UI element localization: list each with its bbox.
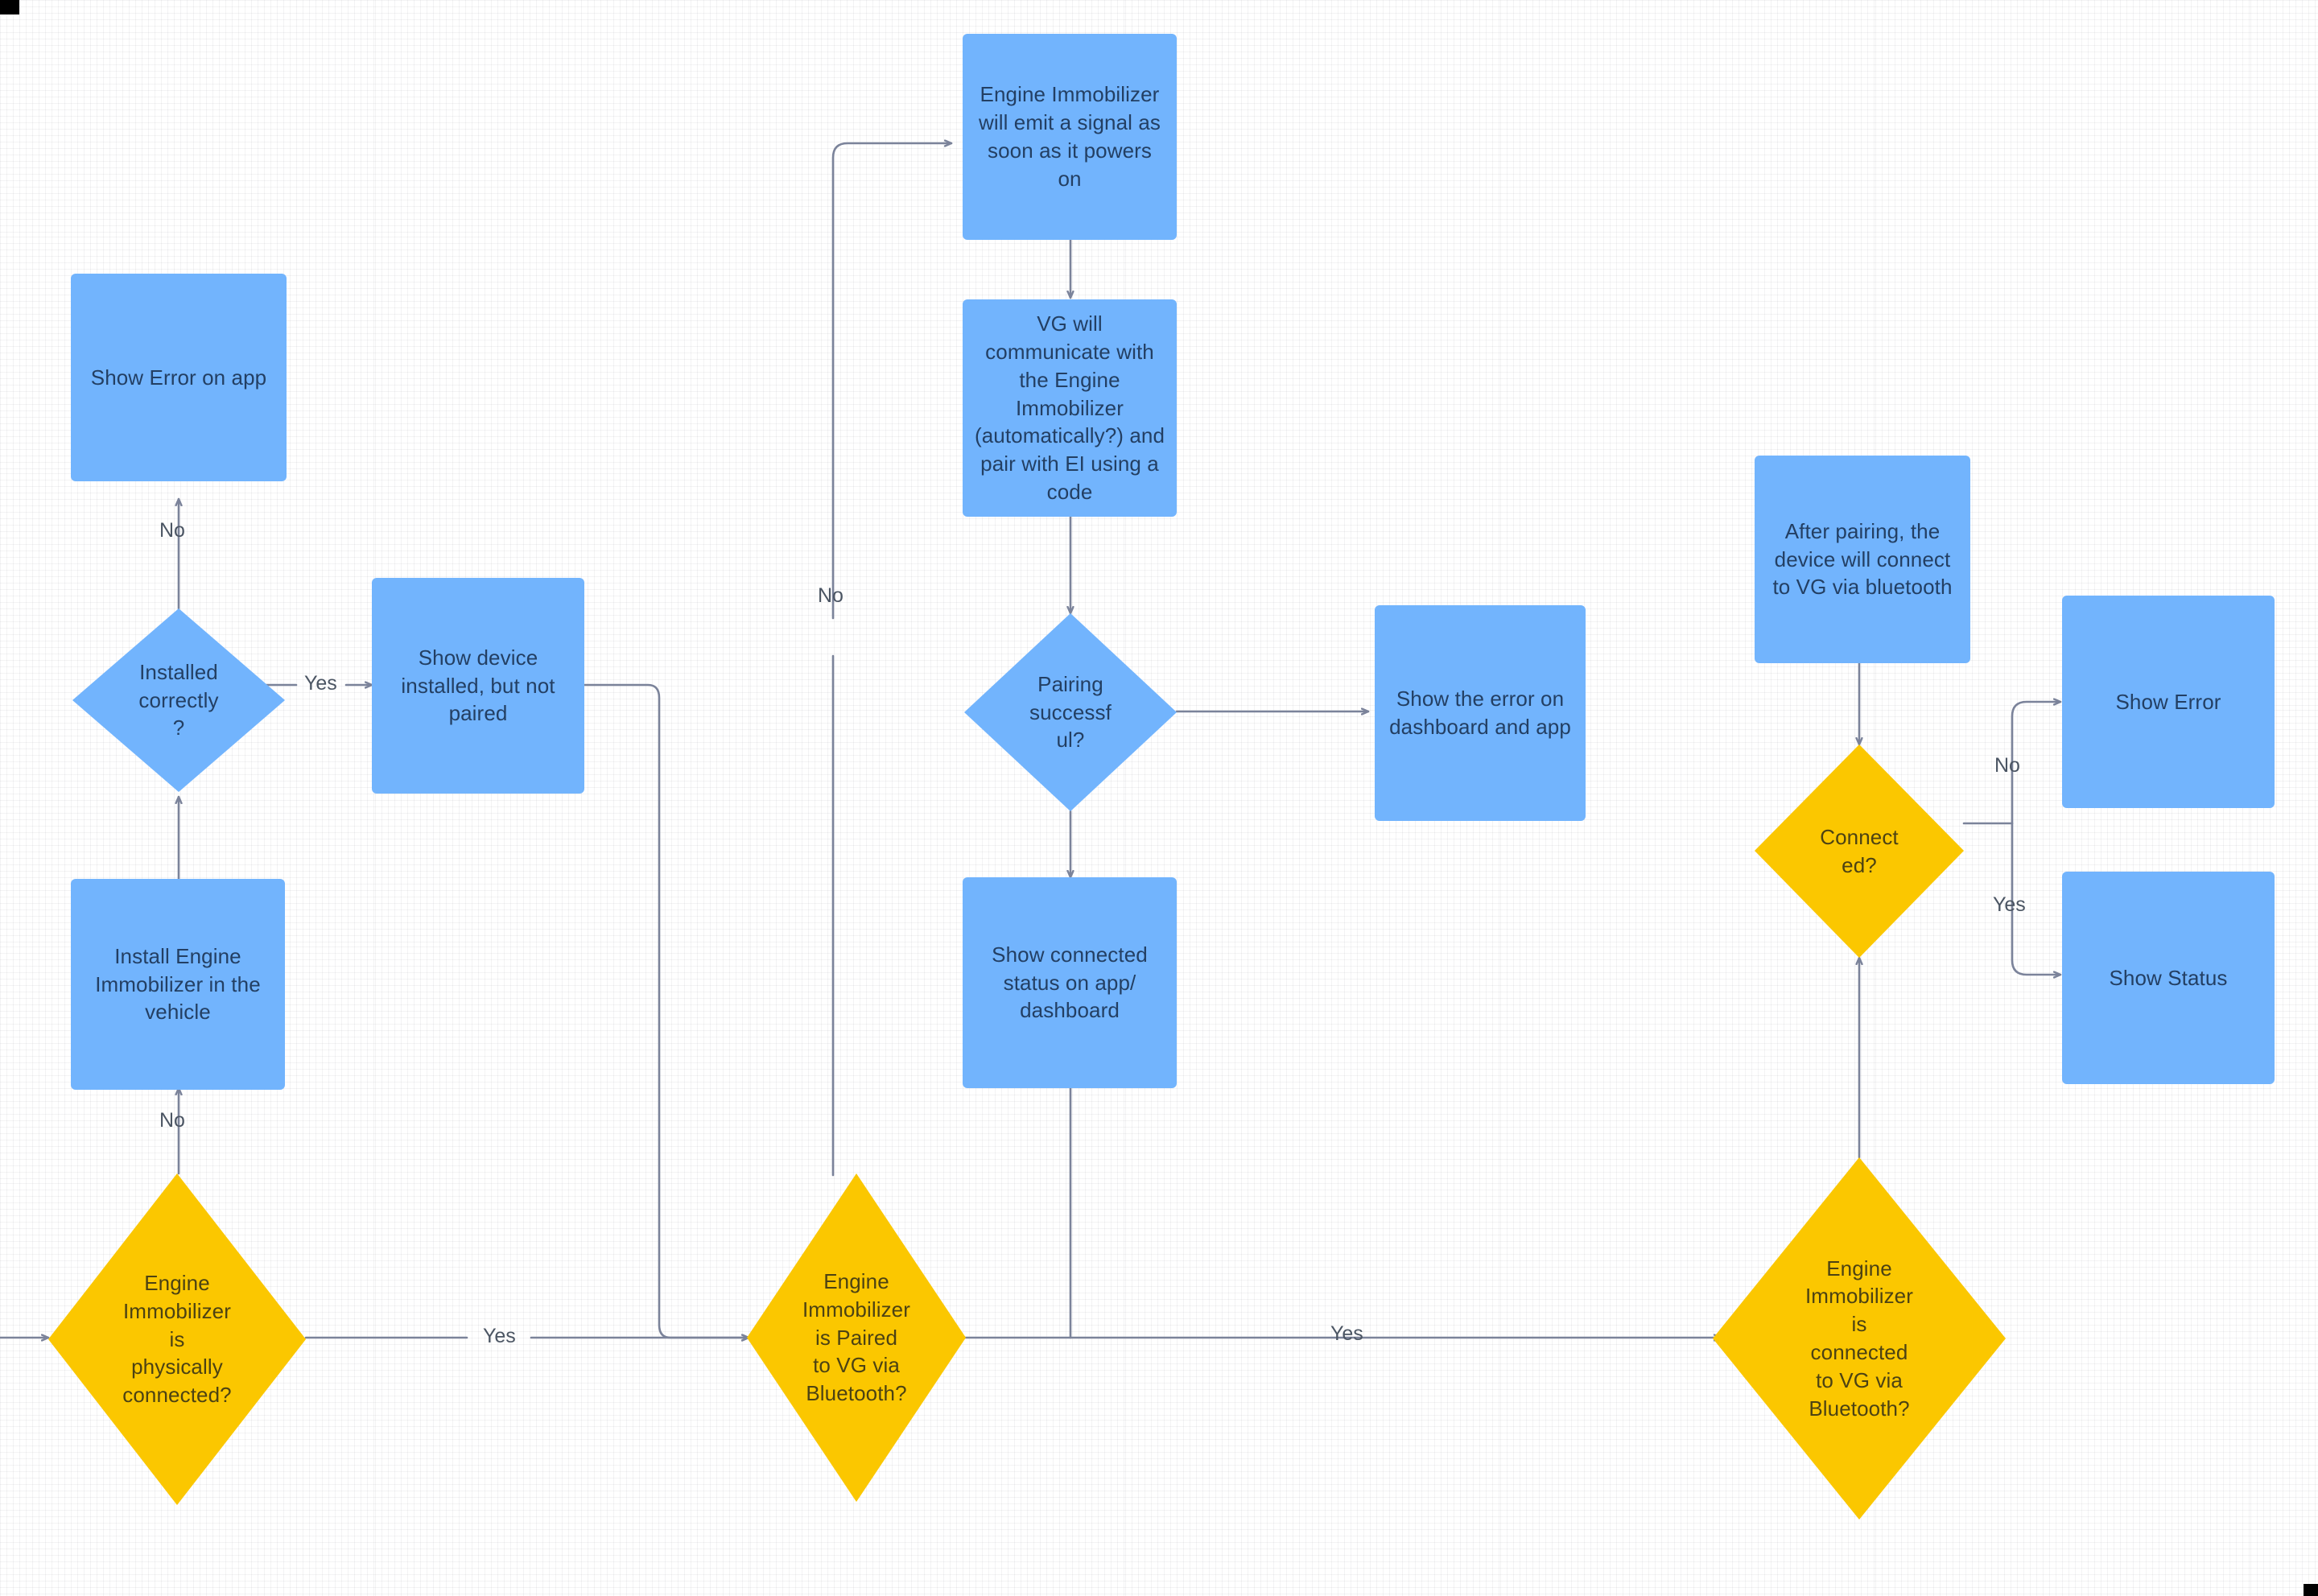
node-label: After pairing, the device will connect t…: [1772, 518, 1953, 600]
node-label: Show the error on dashboard and app: [1389, 687, 1571, 739]
node-label-line4: physically: [131, 1355, 223, 1379]
edge-connected-yes: [2011, 822, 2062, 975]
node-label-line3: ?: [172, 716, 185, 740]
node-label: Show Error: [2115, 689, 2221, 714]
node-label-line5: Bluetooth?: [806, 1381, 907, 1406]
node-show-error-dashboard-app[interactable]: Show the error on dashboard and app: [1375, 605, 1586, 821]
node-label: VG will communicate with the Engine Immo…: [974, 311, 1165, 505]
edge-connected-no: [2011, 702, 2062, 825]
node-label-line4: to VG via: [813, 1353, 900, 1378]
node-label: Install Engine Immobilizer in the vehicl…: [95, 943, 261, 1025]
edge-label-installed-no: No: [159, 519, 185, 542]
node-label-line3: is: [1851, 1312, 1867, 1337]
node-label-line5: to VG via: [1816, 1367, 1903, 1392]
node-label-line1: Pairing: [1037, 671, 1103, 696]
edge-label-paired-yes: Yes: [1330, 1322, 1363, 1345]
edge-notpaired-to-paired: [582, 683, 750, 1338]
diamond-shape: [72, 608, 285, 792]
node-label-group: Pairing successf ul?: [1004, 670, 1136, 754]
edge-label-physically-no: No: [159, 1109, 185, 1132]
node-is-paired-bluetooth[interactable]: Engine Immobilizer is Paired to VG via B…: [747, 1173, 966, 1502]
node-label-line2: Immobilizer: [802, 1297, 910, 1322]
node-label-line5: connected?: [122, 1383, 232, 1408]
edge-label-connected-no: No: [1994, 754, 2020, 777]
diamond-shape: [964, 613, 1177, 811]
node-is-connected-bluetooth[interactable]: Engine Immobilizer is connected to VG vi…: [1713, 1157, 2006, 1520]
node-label-line2: correctly: [138, 687, 219, 712]
node-label-line1: Installed: [139, 659, 218, 684]
node-label-line6: Bluetooth?: [1809, 1396, 1910, 1421]
node-show-error-on-app[interactable]: Show Error on app: [71, 274, 287, 481]
node-installed-correctly[interactable]: Installed correctly ?: [72, 608, 285, 792]
node-emit-signal[interactable]: Engine Immobilizer will emit a signal as…: [963, 34, 1177, 240]
node-label: Show Status: [2109, 965, 2228, 990]
node-label-group: Connect ed?: [1794, 823, 1924, 880]
diamond-shape: [1755, 744, 1964, 958]
node-after-pairing-connect[interactable]: After pairing, the device will connect t…: [1755, 456, 1970, 663]
node-label-line2: Immobilizer: [122, 1298, 231, 1323]
diamond-shape: [48, 1173, 306, 1505]
node-label: Show device installed, but not paired: [401, 645, 555, 726]
node-show-device-not-paired[interactable]: Show device installed, but not paired: [372, 578, 584, 794]
node-label-line1: Engine: [823, 1268, 889, 1293]
node-label-group: Installed correctly ?: [113, 658, 245, 742]
node-show-error[interactable]: Show Error: [2062, 596, 2275, 808]
node-label-group: Engine Immobilizer is connected to VG vi…: [1768, 1255, 1950, 1423]
edge-label-paired-no: No: [818, 584, 843, 607]
diamond-shape: [1713, 1157, 2006, 1520]
node-show-connected-status[interactable]: Show connected status on app/ dashboard: [963, 877, 1177, 1088]
node-label-line2: successf: [1029, 699, 1112, 724]
node-label-group: Engine Immobilizer is Paired to VG via B…: [789, 1268, 925, 1408]
node-label-line3: is Paired: [815, 1325, 898, 1350]
edge-label-installed-yes: Yes: [304, 672, 337, 695]
node-label-group: Engine Immobilizer is physically connect…: [97, 1269, 257, 1409]
top-left-corner-mark: [0, 0, 19, 14]
node-label: Show Error on app: [90, 365, 267, 390]
node-label: Engine Immobilizer will emit a signal as…: [978, 82, 1161, 191]
node-pairing-successful[interactable]: Pairing successf ul?: [964, 613, 1177, 811]
edge-paired-no-upper: [831, 143, 953, 620]
edge-label-physically-yes: Yes: [483, 1325, 516, 1347]
node-connected[interactable]: Connect ed?: [1755, 744, 1964, 958]
node-install-engine-immobilizer[interactable]: Install Engine Immobilizer in the vehicl…: [71, 879, 285, 1090]
edge-label-connected-yes: Yes: [1993, 893, 2026, 916]
node-label-line4: connected: [1810, 1340, 1908, 1364]
node-label-line2: Immobilizer: [1804, 1284, 1913, 1309]
node-label: Show connected status on app/ dashboard: [992, 942, 1148, 1023]
node-vg-communicate[interactable]: VG will communicate with the Engine Immo…: [963, 299, 1177, 517]
node-show-status[interactable]: Show Status: [2062, 872, 2275, 1084]
node-label-line2: ed?: [1842, 852, 1877, 877]
node-label-line3: is: [169, 1326, 185, 1351]
node-label-line1: Engine: [144, 1270, 210, 1295]
bottom-right-corner-mark: [2304, 1584, 2318, 1596]
diamond-shape: [747, 1173, 966, 1502]
node-label-line1: Engine: [1826, 1256, 1892, 1281]
node-physically-connected[interactable]: Engine Immobilizer is physically connect…: [48, 1173, 306, 1505]
node-label-line3: ul?: [1056, 728, 1085, 753]
node-label-line1: Connect: [1820, 824, 1899, 849]
